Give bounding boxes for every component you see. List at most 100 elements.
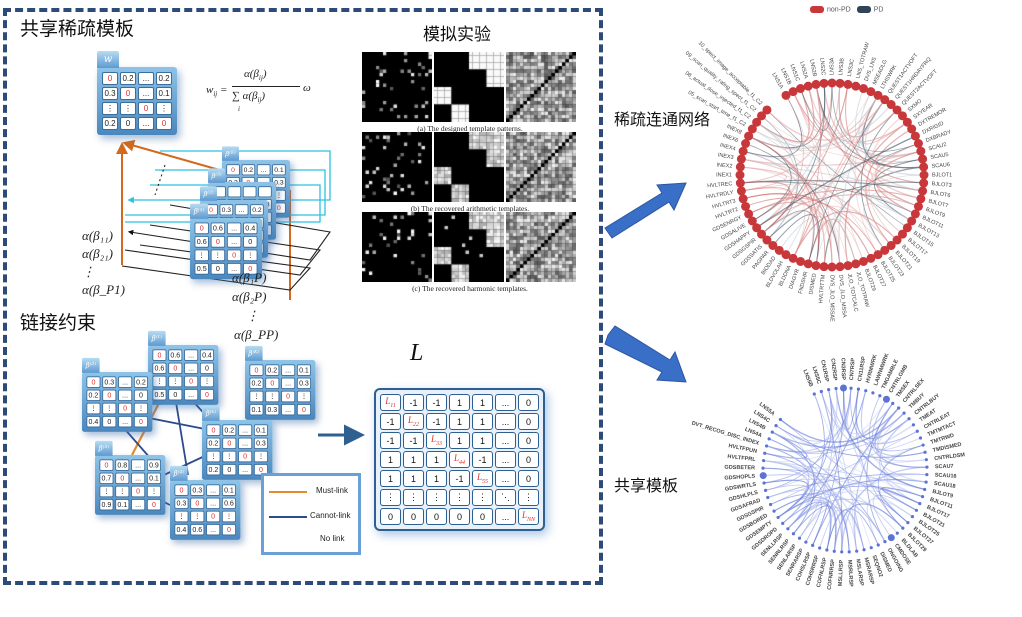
network-node[interactable] <box>835 78 845 88</box>
network-node[interactable] <box>796 84 806 94</box>
network-node[interactable] <box>883 540 887 544</box>
network-node[interactable] <box>735 178 745 188</box>
network-node[interactable] <box>761 466 765 470</box>
network-node[interactable] <box>916 146 926 156</box>
network-node[interactable] <box>924 458 928 462</box>
network-node[interactable] <box>741 139 751 149</box>
network-node[interactable] <box>796 256 806 266</box>
network-node[interactable] <box>788 253 798 263</box>
network-node[interactable] <box>819 389 823 394</box>
network-node[interactable] <box>919 170 929 180</box>
network-node[interactable] <box>811 543 815 547</box>
network-node[interactable] <box>887 534 895 542</box>
network-node[interactable] <box>925 465 929 469</box>
network-node[interactable] <box>738 146 748 156</box>
network-node[interactable] <box>759 472 767 480</box>
network-node[interactable] <box>768 502 773 507</box>
network-node[interactable] <box>878 394 882 398</box>
network-node[interactable] <box>840 550 844 554</box>
network-node[interactable] <box>747 124 757 134</box>
network-node[interactable] <box>897 229 907 239</box>
network-node[interactable] <box>774 424 778 428</box>
network-node[interactable] <box>834 386 838 391</box>
network-node[interactable] <box>849 386 853 390</box>
network-node[interactable] <box>757 111 767 121</box>
network-node[interactable] <box>910 515 915 519</box>
network-node[interactable] <box>923 450 927 454</box>
network-node[interactable] <box>765 444 769 448</box>
network-node[interactable] <box>891 401 895 405</box>
network-node[interactable] <box>918 436 923 440</box>
network-node[interactable] <box>858 256 868 266</box>
network-node[interactable] <box>923 487 927 492</box>
network-node[interactable] <box>778 417 782 422</box>
network-node[interactable] <box>919 178 929 188</box>
network-node[interactable] <box>768 240 778 250</box>
network-node[interactable] <box>886 240 896 250</box>
network-node[interactable] <box>897 111 907 121</box>
network-node[interactable] <box>902 411 906 415</box>
network-node[interactable] <box>761 459 766 463</box>
network-node[interactable] <box>752 117 762 127</box>
network-node[interactable] <box>873 90 883 100</box>
network-node[interactable] <box>840 384 848 392</box>
network-node[interactable] <box>847 550 851 554</box>
network-node[interactable] <box>791 532 796 536</box>
network-node[interactable] <box>744 209 754 219</box>
network-node[interactable] <box>803 81 813 91</box>
network-node[interactable] <box>736 154 746 164</box>
network-node[interactable] <box>913 201 923 211</box>
network-node[interactable] <box>825 548 829 552</box>
network-node[interactable] <box>914 508 919 512</box>
network-node[interactable] <box>856 387 861 391</box>
network-node[interactable] <box>862 548 866 552</box>
network-node[interactable] <box>866 253 876 263</box>
network-node[interactable] <box>866 87 876 97</box>
network-node[interactable] <box>910 131 920 141</box>
network-node[interactable] <box>819 262 829 272</box>
network-node[interactable] <box>907 124 917 134</box>
network-node[interactable] <box>788 87 798 97</box>
network-node[interactable] <box>882 395 890 403</box>
network-node[interactable] <box>871 391 875 395</box>
network-node[interactable] <box>735 170 745 180</box>
network-node[interactable] <box>895 531 899 535</box>
network-node[interactable] <box>906 521 910 525</box>
network-node[interactable] <box>843 79 853 89</box>
network-node[interactable] <box>812 392 816 396</box>
network-node[interactable] <box>767 437 771 441</box>
network-node[interactable] <box>851 81 861 91</box>
network-node[interactable] <box>827 262 837 272</box>
network-node[interactable] <box>858 84 868 94</box>
network-node[interactable] <box>804 540 808 544</box>
network-node[interactable] <box>918 154 928 164</box>
network-node[interactable] <box>738 194 748 204</box>
network-node[interactable] <box>763 488 768 492</box>
network-node[interactable] <box>752 223 762 233</box>
network-node[interactable] <box>916 194 926 204</box>
network-node[interactable] <box>770 430 774 434</box>
network-node[interactable] <box>811 79 821 89</box>
network-node[interactable] <box>892 235 902 245</box>
network-node[interactable] <box>911 423 916 427</box>
network-node[interactable] <box>811 261 821 271</box>
network-node[interactable] <box>781 250 791 260</box>
network-node[interactable] <box>902 117 912 127</box>
network-node[interactable] <box>757 229 767 239</box>
network-node[interactable] <box>803 259 813 269</box>
network-node[interactable] <box>832 549 836 553</box>
network-node[interactable] <box>762 105 772 115</box>
network-node[interactable] <box>843 261 853 271</box>
network-node[interactable] <box>819 78 829 88</box>
network-node[interactable] <box>880 95 890 105</box>
network-node[interactable] <box>907 417 911 421</box>
network-node[interactable] <box>827 388 831 392</box>
network-node[interactable] <box>776 515 780 520</box>
network-node[interactable] <box>835 262 845 272</box>
network-node[interactable] <box>762 481 766 485</box>
network-node[interactable] <box>774 245 784 255</box>
network-node[interactable] <box>741 201 751 211</box>
network-node[interactable] <box>876 543 880 547</box>
network-node[interactable] <box>869 546 873 550</box>
network-node[interactable] <box>880 245 890 255</box>
